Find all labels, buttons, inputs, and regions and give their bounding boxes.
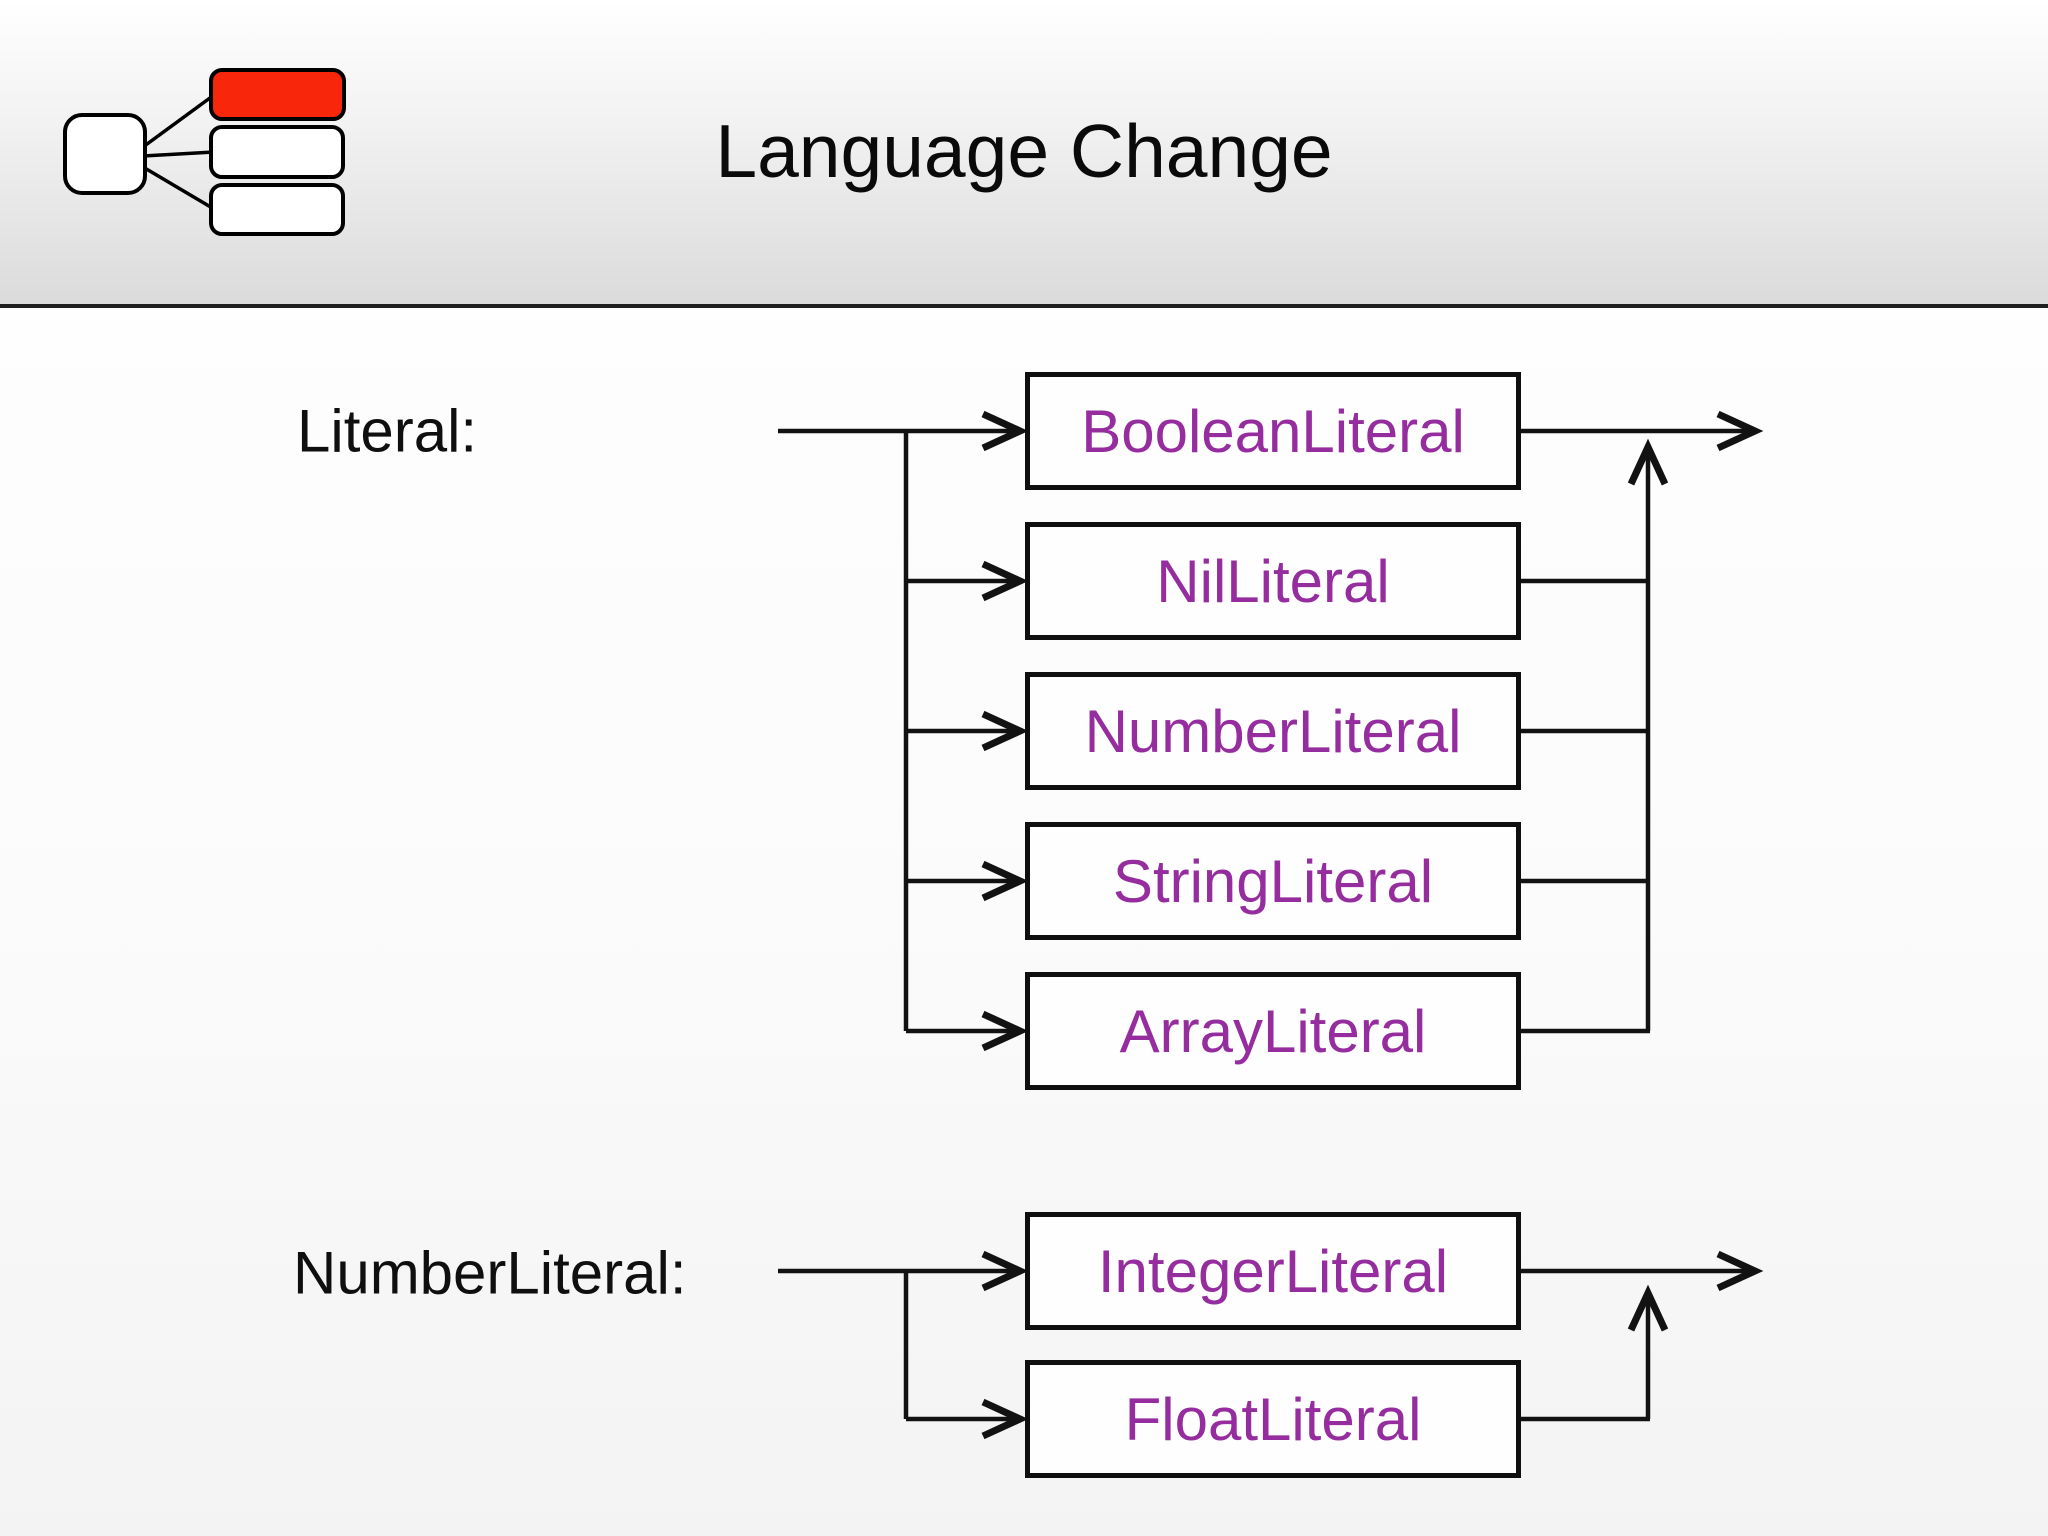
arrowhead-right [981, 860, 1029, 902]
logo-edge [142, 150, 215, 158]
arrowhead-up [1627, 1284, 1669, 1332]
arrowhead-right [981, 1010, 1029, 1052]
arrowhead-exit [1716, 410, 1764, 452]
rule-box: BooleanLiteral [1025, 372, 1521, 490]
node-diagram-logo-icon [63, 68, 346, 236]
logo-node [209, 125, 345, 179]
rule-box: StringLiteral [1025, 822, 1521, 940]
arrowhead-right [981, 410, 1029, 452]
rule-name-label: NumberLiteral: [293, 1239, 687, 1307]
slide-header: Language Change [0, 0, 2048, 308]
arrowhead-right [981, 710, 1029, 752]
rule-box: IntegerLiteral [1025, 1212, 1521, 1330]
rule-box: NumberLiteral [1025, 672, 1521, 790]
arrowhead-right [981, 1398, 1029, 1440]
rule-box: NilLiteral [1025, 522, 1521, 640]
logo-edge [142, 165, 215, 211]
logo-node [209, 183, 345, 236]
rule-name-label: Literal: [297, 397, 478, 465]
arrowhead-right [981, 560, 1029, 602]
arrowhead-right [981, 1250, 1029, 1292]
logo-edge [141, 93, 216, 149]
rule-box: ArrayLiteral [1025, 972, 1521, 1090]
arrowhead-exit [1716, 1250, 1764, 1292]
arrowhead-up [1627, 438, 1669, 486]
rule-box: FloatLiteral [1025, 1360, 1521, 1478]
logo-highlight-node [209, 68, 346, 121]
logo-root-node [63, 113, 147, 195]
page-title: Language Change [715, 109, 1333, 193]
